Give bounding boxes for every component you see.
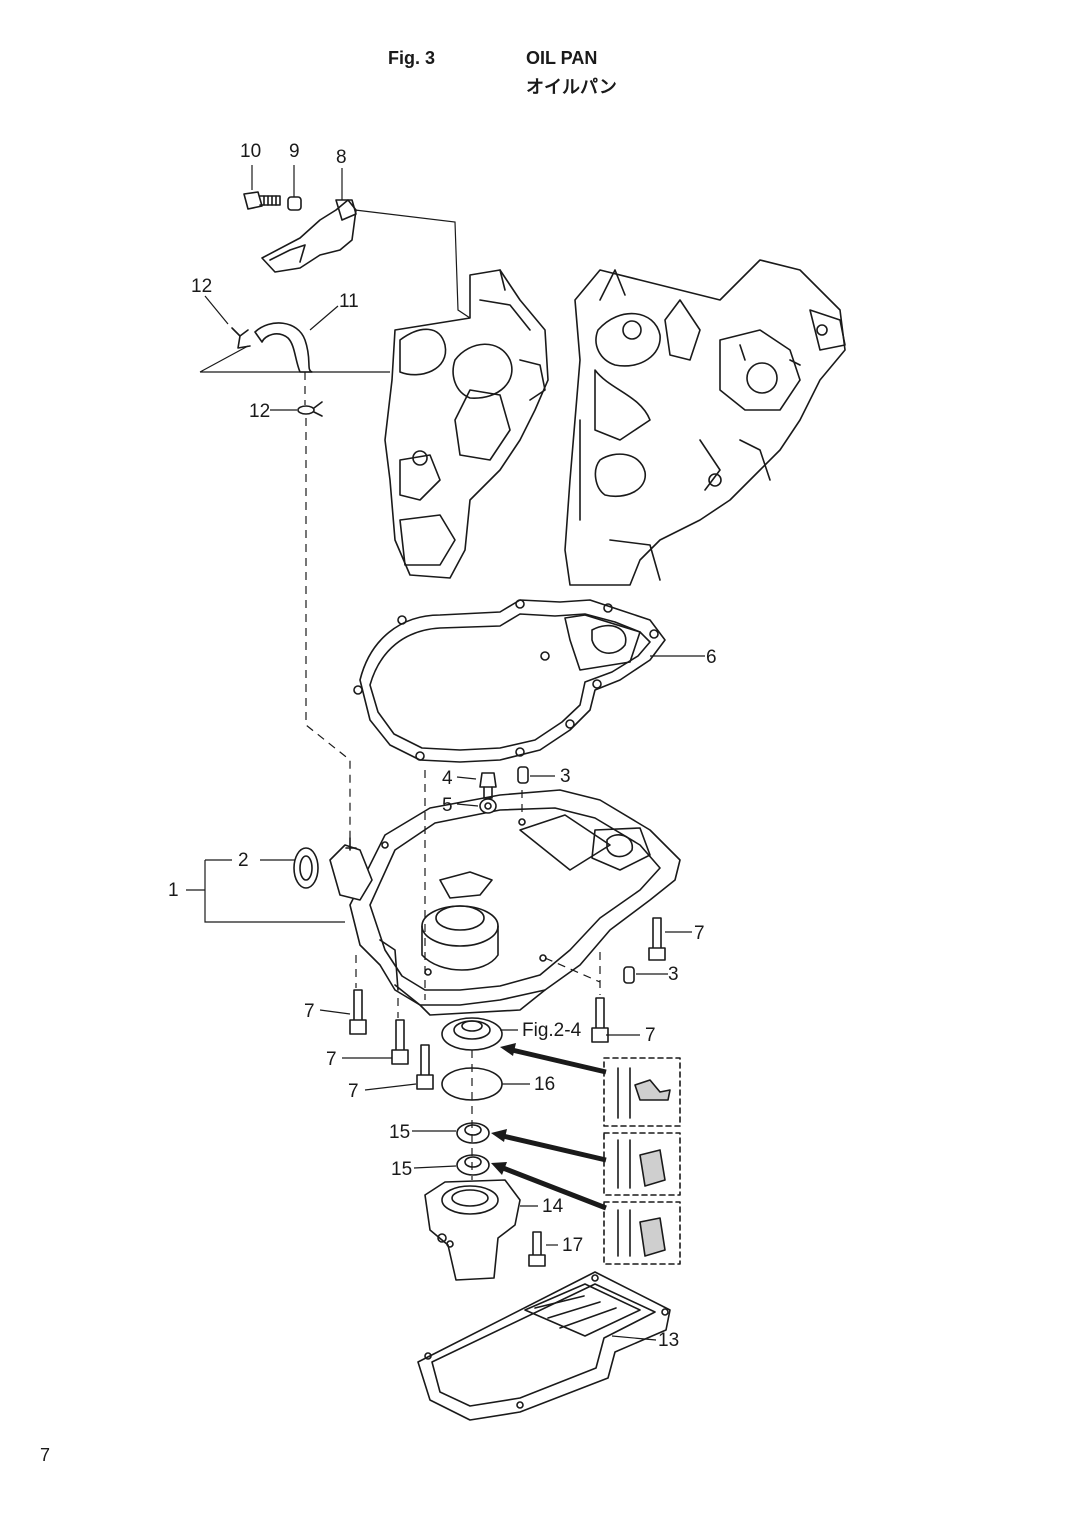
callout-17: 17 — [562, 1235, 583, 1256]
plug-part-4 — [479, 772, 497, 799]
bolt-part-7-e — [591, 997, 609, 1043]
callout-11: 11 — [339, 291, 359, 312]
bolt-part-10 — [243, 191, 281, 210]
clip-part-12-upper — [231, 327, 251, 349]
figure-title: OIL PAN — [526, 48, 598, 68]
callout-9: 9 — [289, 141, 300, 162]
engine-block-right — [564, 259, 846, 586]
callout-7-right: 7 — [694, 923, 705, 944]
callout-7-left-middle: 7 — [326, 1049, 337, 1070]
callout-16: 16 — [534, 1074, 555, 1095]
gasket-part-6 — [353, 599, 666, 763]
callout-10: 10 — [240, 141, 261, 162]
callout-fig-2-4-reference: Fig.2-4 — [522, 1020, 582, 1041]
oil-pan-part-1 — [329, 789, 681, 1016]
callout-7-left-lower: 7 — [348, 1081, 359, 1102]
detail-box-contents — [617, 1067, 671, 1257]
hose-part-11 — [254, 322, 313, 373]
leader-lines — [186, 165, 705, 1341]
callout-7-left-upper: 7 — [304, 1001, 315, 1022]
dowel-part-3-upper — [517, 766, 529, 784]
bolt-part-7-a — [648, 917, 666, 961]
detail-box-2 — [603, 1132, 681, 1196]
figure-number: Fig. 3 — [388, 48, 436, 68]
bolt-part-17 — [528, 1231, 546, 1267]
seal-ref-fig-2-4 — [441, 1017, 503, 1051]
detail-arrowheads — [491, 1043, 516, 1175]
figure-header: Fig. 3 OIL PAN オイルパン — [388, 48, 688, 104]
callout-12-lower: 12 — [249, 401, 270, 422]
callout-labels: 10 9 8 12 11 12 6 4 3 5 2 1 7 3 7 7 7 7 … — [168, 141, 717, 1351]
collar-part-9 — [287, 196, 302, 211]
callout-6: 6 — [706, 647, 717, 668]
callout-4: 4 — [442, 768, 453, 789]
washer-part-5 — [479, 798, 497, 814]
housing-part-14 — [424, 1179, 521, 1281]
clip-part-12-lower — [297, 401, 323, 417]
detail-arrows — [502, 1047, 607, 1211]
callout-12-upper: 12 — [191, 276, 212, 297]
callout-14: 14 — [542, 1196, 564, 1217]
callout-15-lower: 15 — [391, 1159, 412, 1180]
bracket-part-8 — [261, 199, 357, 273]
callout-3-upper: 3 — [560, 766, 571, 787]
callout-5: 5 — [442, 795, 453, 816]
callout-7-lower-right: 7 — [645, 1025, 656, 1046]
callout-13: 13 — [658, 1330, 679, 1351]
dowel-part-3-lower — [623, 966, 635, 984]
bolt-part-7-d — [416, 1044, 434, 1090]
bolt-part-7-b — [349, 989, 367, 1035]
detail-box-1 — [603, 1057, 681, 1127]
seal-part-2 — [293, 847, 319, 889]
page-number: 7 — [40, 1445, 51, 1465]
callout-3-lower: 3 — [668, 964, 679, 985]
seal-part-15-upper — [456, 1122, 490, 1144]
seal-part-15-lower — [456, 1154, 490, 1176]
callout-1: 1 — [168, 880, 179, 901]
callout-15-upper: 15 — [389, 1122, 410, 1143]
callout-2: 2 — [238, 850, 249, 871]
bolt-part-7-c — [391, 1019, 409, 1065]
engine-block-left — [384, 269, 549, 579]
callout-8: 8 — [336, 147, 347, 168]
detail-box-3 — [603, 1201, 681, 1265]
figure-title-japanese: オイルパン — [526, 77, 617, 98]
gasket-part-13 — [417, 1271, 671, 1421]
